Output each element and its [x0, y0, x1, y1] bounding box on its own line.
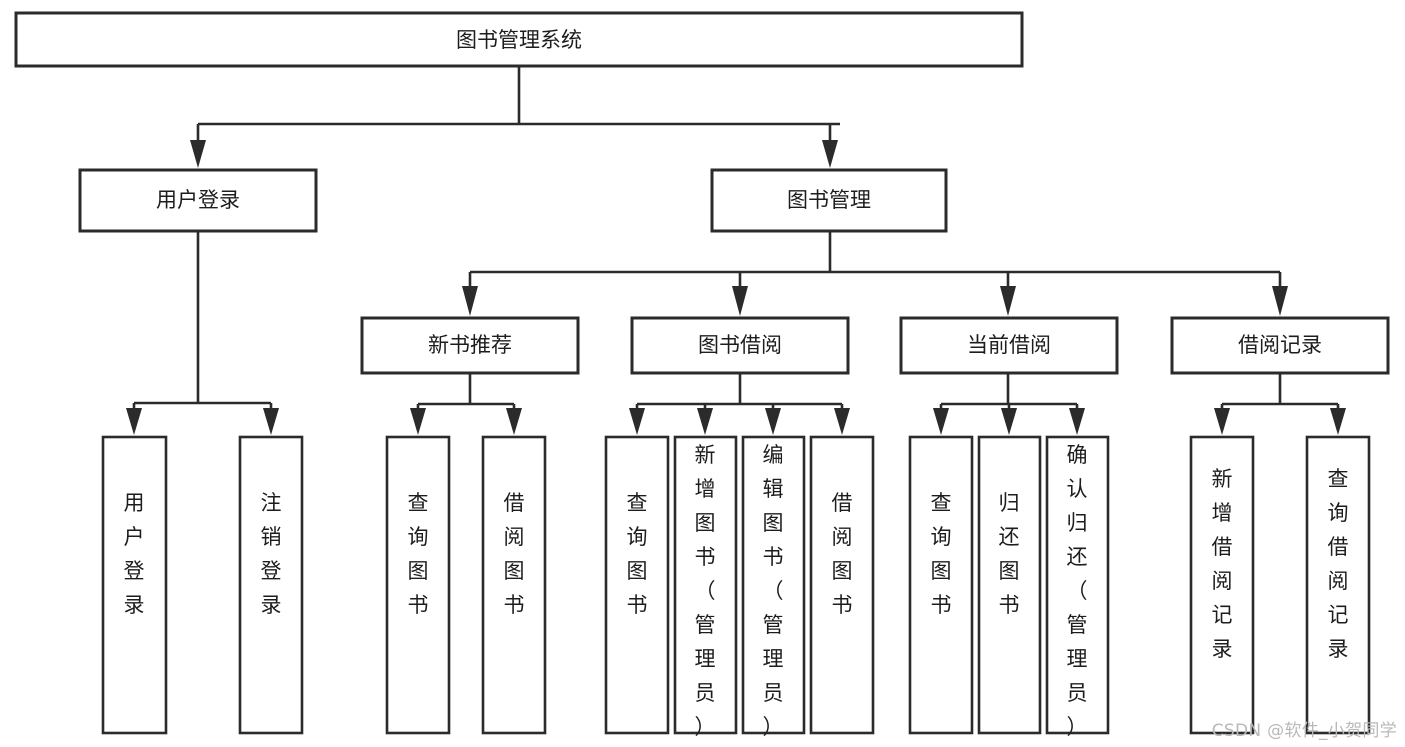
arrowhead-leaf-borrow-book-1 — [506, 408, 522, 435]
node-leaf-query-book-3[interactable]: 查询图书 — [908, 435, 974, 735]
node-user-login-box[interactable] — [78, 168, 318, 233]
node-leaf-add-record[interactable]: 新增借阅记录 — [1189, 435, 1255, 735]
node-borrow-record-box[interactable] — [1170, 316, 1390, 375]
arrowhead-leaf-logout — [263, 408, 279, 435]
node-leaf-user-login-box[interactable] — [101, 435, 168, 735]
arrowhead-leaf-edit-book — [765, 408, 781, 435]
arrowhead-leaf-query-book-2 — [629, 408, 645, 435]
arrowhead-leaf-return-book — [1001, 408, 1017, 435]
node-leaf-edit-book-box[interactable] — [741, 435, 806, 735]
node-leaf-query-book-3-label: 查询图书 — [931, 491, 952, 617]
node-leaf-edit-book[interactable]: 编辑图书（管理员） — [741, 435, 806, 739]
node-leaf-add-book-label: 新增图书（管理员） — [695, 443, 716, 739]
arrowhead-leaf-query-book-3 — [933, 408, 949, 435]
arrowhead-leaf-borrow-book-2 — [834, 408, 850, 435]
node-leaf-query-book-1[interactable]: 查询图书 — [385, 435, 451, 735]
node-leaf-return-book-box[interactable] — [977, 435, 1042, 735]
node-leaf-query-record-label: 查询借阅记录 — [1328, 467, 1349, 661]
arrowhead-book-borrow — [732, 286, 748, 316]
node-leaf-query-book-3-box[interactable] — [908, 435, 974, 735]
node-user-login-label: 用户登录 — [156, 188, 240, 212]
node-new-book-rec-label: 新书推荐 — [428, 333, 512, 357]
arrowhead-book-manage — [822, 140, 838, 168]
node-current-borrow-label: 当前借阅 — [967, 333, 1051, 357]
node-leaf-confirm-return-box[interactable] — [1045, 435, 1110, 735]
node-leaf-logout[interactable]: 注销登录 — [238, 435, 304, 735]
node-leaf-borrow-book-2[interactable]: 借阅图书 — [809, 435, 875, 735]
node-current-borrow-box[interactable] — [899, 316, 1119, 375]
arrowhead-borrow-record — [1272, 286, 1288, 316]
node-leaf-add-record-box[interactable] — [1189, 435, 1255, 735]
node-leaf-borrow-book-1[interactable]: 借阅图书 — [481, 435, 547, 735]
node-leaf-confirm-return-label: 确认归还（管理员） — [1067, 443, 1088, 739]
node-root-box[interactable] — [14, 11, 1024, 68]
node-leaf-query-record-box[interactable] — [1305, 435, 1371, 735]
node-leaf-logout-box[interactable] — [238, 435, 304, 735]
node-leaf-query-book-1-box[interactable] — [385, 435, 451, 735]
node-book-manage-label: 图书管理 — [787, 188, 871, 212]
node-current-borrow[interactable]: 当前借阅 — [899, 316, 1119, 375]
node-leaf-borrow-book-2-box[interactable] — [809, 435, 875, 735]
csdn-watermark: CSDN @软件_小贺同学 — [1211, 721, 1397, 741]
node-leaf-borrow-book-1-label: 借阅图书 — [504, 491, 525, 617]
arrowhead-current-borrow — [1000, 286, 1016, 316]
node-leaf-edit-book-label: 编辑图书（管理员） — [763, 443, 784, 739]
node-new-book-rec[interactable]: 新书推荐 — [360, 316, 580, 375]
arrowhead-new-book-rec — [462, 286, 478, 316]
node-leaf-return-book-label: 归还图书 — [999, 491, 1020, 617]
node-leaf-query-book-2-label: 查询图书 — [627, 491, 648, 617]
node-leaf-query-record[interactable]: 查询借阅记录 — [1305, 435, 1371, 735]
node-leaf-query-book-1-label: 查询图书 — [408, 491, 429, 617]
node-book-manage-box[interactable] — [710, 168, 948, 233]
node-new-book-rec-box[interactable] — [360, 316, 580, 375]
arrowhead-leaf-query-record — [1330, 408, 1346, 435]
node-leaf-user-login-label: 用户登录 — [124, 491, 145, 617]
node-root[interactable]: 图书管理系统 — [14, 11, 1024, 68]
node-root-label: 图书管理系统 — [456, 28, 582, 52]
node-leaf-return-book[interactable]: 归还图书 — [977, 435, 1042, 735]
node-leaf-query-book-2[interactable]: 查询图书 — [604, 435, 670, 735]
node-leaf-logout-label: 注销登录 — [261, 491, 282, 617]
node-leaf-query-book-2-box[interactable] — [604, 435, 670, 735]
node-borrow-record[interactable]: 借阅记录 — [1170, 316, 1390, 375]
node-leaf-confirm-return[interactable]: 确认归还（管理员） — [1045, 435, 1110, 739]
node-book-manage[interactable]: 图书管理 — [710, 168, 948, 233]
node-leaf-add-record-label: 新增借阅记录 — [1212, 467, 1233, 661]
node-leaf-user-login[interactable]: 用户登录 — [101, 435, 168, 735]
arrowhead-leaf-add-book — [697, 408, 713, 435]
node-book-borrow-label: 图书借阅 — [698, 333, 782, 357]
node-leaf-borrow-book-1-box[interactable] — [481, 435, 547, 735]
connector-layer — [126, 66, 1346, 435]
arrowhead-user-login — [190, 140, 206, 168]
arrowhead-leaf-query-book-1 — [410, 408, 426, 435]
arrowhead-leaf-add-record — [1214, 408, 1230, 435]
node-book-borrow-box[interactable] — [630, 316, 850, 375]
node-leaf-add-book-box[interactable] — [673, 435, 738, 735]
node-user-login[interactable]: 用户登录 — [78, 168, 318, 233]
arrowhead-leaf-user-login — [126, 408, 142, 435]
arrowhead-leaf-confirm-return — [1069, 408, 1085, 435]
node-borrow-record-label: 借阅记录 — [1238, 333, 1322, 357]
node-leaf-add-book[interactable]: 新增图书（管理员） — [673, 435, 738, 739]
node-leaf-borrow-book-2-label: 借阅图书 — [832, 491, 853, 617]
node-book-borrow[interactable]: 图书借阅 — [630, 316, 850, 375]
